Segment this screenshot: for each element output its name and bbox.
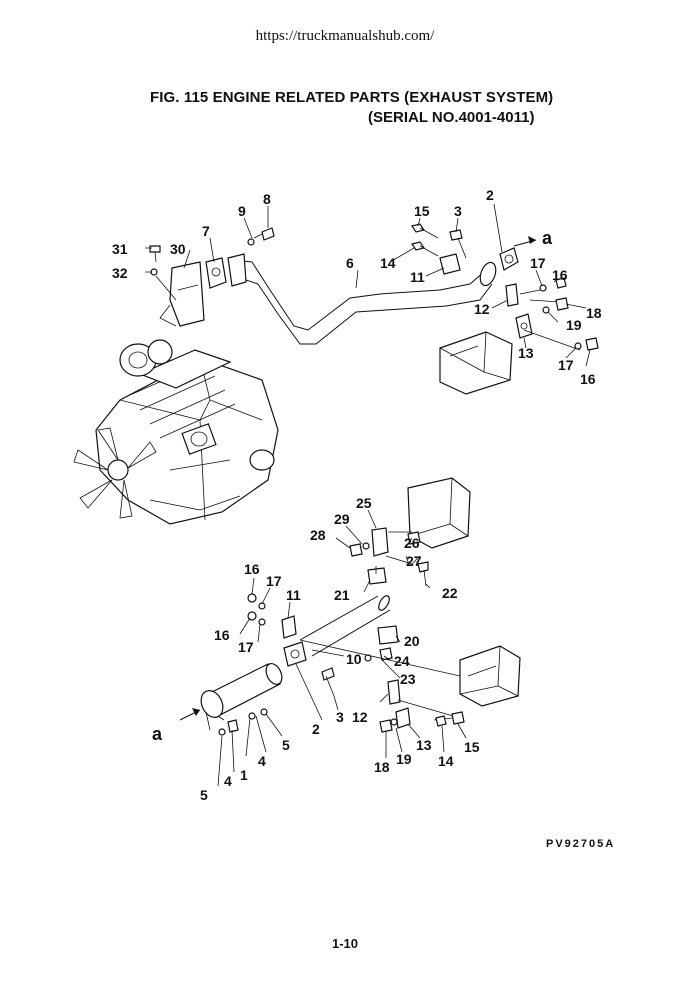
callout-11: 11 xyxy=(410,269,425,285)
page-number: 1-10 xyxy=(331,936,359,951)
callout-27: 27 xyxy=(406,553,422,569)
exhaust-pipe-6 xyxy=(231,259,485,331)
callout-1: 1 xyxy=(240,767,248,783)
callout-3-lower: 3 xyxy=(336,709,344,725)
callout-13: 13 xyxy=(518,345,534,361)
flange-11-lower xyxy=(281,615,297,639)
callout-12: 12 xyxy=(474,301,490,317)
callout-30: 30 xyxy=(170,241,186,257)
callout-18: 18 xyxy=(586,305,602,321)
muffler xyxy=(200,663,283,731)
tail-pipe-10 xyxy=(299,595,391,657)
callout-a-lower: a xyxy=(152,724,163,744)
callout-2-lower: 2 xyxy=(312,721,320,737)
clamp-11 xyxy=(439,253,461,275)
leader-lines xyxy=(145,203,591,787)
callouts-lower: 25 29 28 26 27 22 21 16 17 11 16 17 20 1… xyxy=(152,495,480,803)
source-url[interactable]: https://truckmanualshub.com/ xyxy=(255,28,435,44)
callout-9: 9 xyxy=(238,203,246,219)
callout-17c: 17 xyxy=(238,639,254,655)
callout-5: 5 xyxy=(282,737,290,753)
callout-2: 2 xyxy=(486,187,494,203)
drawing-code: PV92705A xyxy=(546,838,616,850)
callout-16: 16 xyxy=(552,267,568,283)
gasket-7 xyxy=(205,257,227,289)
bracket-30 xyxy=(169,261,205,327)
callout-24: 24 xyxy=(394,653,410,669)
callout-28: 28 xyxy=(310,527,326,543)
callout-31: 31 xyxy=(112,241,128,257)
callout-21: 21 xyxy=(334,587,350,603)
callout-19-lower: 19 xyxy=(396,751,412,767)
callout-23: 23 xyxy=(400,671,416,687)
callout-19: 19 xyxy=(566,317,582,333)
figure-title: FIG. 115 ENGINE RELATED PARTS (EXHAUST S… xyxy=(150,89,554,106)
callout-16c: 16 xyxy=(214,627,230,643)
callout-32: 32 xyxy=(112,265,128,281)
callout-20: 20 xyxy=(404,633,420,649)
callout-22: 22 xyxy=(442,585,458,601)
callout-8: 8 xyxy=(263,191,271,207)
callout-16b: 16 xyxy=(580,371,596,387)
frame-bracket-upper xyxy=(439,331,513,395)
callout-16-lower: 16 xyxy=(244,561,260,577)
callout-13-lower: 13 xyxy=(416,737,432,753)
callout-10: 10 xyxy=(346,651,362,667)
callout-14: 14 xyxy=(380,255,396,271)
gasket-2 xyxy=(499,247,519,271)
callout-26: 26 xyxy=(404,535,420,551)
figure-subtitle-serial: (SERIAL NO.4001-4011) xyxy=(368,109,535,126)
callouts-upper: 31 32 30 7 9 8 6 15 3 14 11 2 a 17 16 12… xyxy=(112,187,602,387)
lower-exhaust-assembly xyxy=(179,477,521,736)
upper-exhaust-assembly xyxy=(149,223,599,395)
callout-7: 7 xyxy=(202,223,210,239)
callout-4: 4 xyxy=(258,753,266,769)
callout-17: 17 xyxy=(530,255,546,271)
callout-17b: 17 xyxy=(558,357,574,373)
callout-11-lower: 11 xyxy=(286,587,301,603)
callout-5b: 5 xyxy=(200,787,208,803)
callout-4b: 4 xyxy=(224,773,232,789)
callout-15: 15 xyxy=(414,203,430,219)
callout-29: 29 xyxy=(334,511,350,527)
callout-15-lower: 15 xyxy=(464,739,480,755)
engine-illustration xyxy=(73,339,279,525)
callout-6: 6 xyxy=(346,255,354,271)
callout-3: 3 xyxy=(454,203,462,219)
callout-25: 25 xyxy=(356,495,372,511)
callout-18-lower: 18 xyxy=(374,759,390,775)
callout-17-lower: 17 xyxy=(266,573,282,589)
callout-12-lower: 12 xyxy=(352,709,368,725)
callout-14-lower: 14 xyxy=(438,753,454,769)
gasket-2-lower xyxy=(283,641,307,667)
callout-a-upper: a xyxy=(542,228,553,248)
